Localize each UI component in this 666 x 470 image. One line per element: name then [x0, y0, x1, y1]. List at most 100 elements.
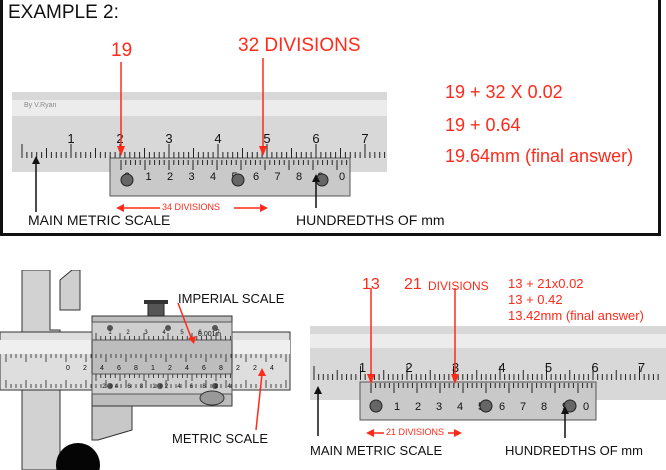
vernier-scale-number: 4	[210, 171, 216, 183]
measured-ball	[56, 443, 100, 470]
screw-icon	[107, 325, 113, 331]
arrowhead-icon	[451, 374, 459, 384]
calc2-note: (final answer)	[565, 308, 644, 323]
vernier-scale-number: 6	[253, 171, 259, 183]
span-label: 34 DIVISIONS	[162, 202, 221, 212]
main-scale-ticks	[21, 144, 386, 158]
vernier-number: 2	[102, 384, 106, 390]
main-scale-number: 4	[214, 131, 221, 146]
vernier-number: 6	[127, 384, 131, 390]
vernier-number: 1	[152, 384, 156, 390]
main-scale-number: 5	[263, 131, 270, 146]
vernier-scale-number: 0	[583, 401, 589, 413]
calc2-line-3: 13.42mm (final answer)	[508, 308, 644, 323]
calc2-line-2: 13 + 0.42	[508, 292, 563, 307]
arrowhead-icon	[116, 204, 124, 212]
imperial-number: 7	[216, 330, 220, 336]
vernier-scale-number: 2	[167, 171, 173, 183]
calc-line-2: 19 + 0.64	[445, 115, 521, 135]
metric-number: 4	[270, 365, 274, 372]
vernier-number: 6	[190, 384, 194, 390]
screw-icon	[107, 383, 113, 389]
thumb-screw-cap	[144, 300, 168, 304]
vernier-number: 8	[140, 384, 144, 390]
vernier-scale-number: 4	[457, 401, 463, 413]
arrowhead-icon	[454, 429, 462, 437]
main-value-label-2: 13	[362, 276, 380, 293]
arrowhead-icon	[312, 174, 320, 182]
vernier-scale-number: 8	[541, 401, 547, 413]
caliper-scale-ticks	[5, 333, 287, 388]
main-scale-highlight	[310, 334, 666, 348]
example-title: EXAMPLE 2:	[8, 2, 119, 23]
main-scale-number: 7	[361, 131, 368, 146]
span-label-bg	[160, 201, 234, 215]
metric-number: 0	[66, 365, 70, 372]
screw-icon	[369, 399, 383, 413]
arrowhead-icon	[314, 386, 322, 394]
arrowhead-icon	[260, 204, 268, 212]
span-label-bg	[384, 426, 448, 440]
watermark: By V.Ryan	[24, 102, 57, 109]
divisions-number-2: 21	[404, 276, 422, 293]
vernier-scale-number: 7	[520, 401, 526, 413]
metric-caption: METRIC SCALE	[172, 431, 269, 446]
vernier-number: 4	[227, 384, 231, 390]
main-scale-ticks	[313, 366, 659, 380]
imperial-number: 3	[144, 330, 148, 336]
arrowhead-icon	[366, 429, 374, 437]
imperial-number: 1	[108, 330, 112, 336]
main-scale-number: 7	[638, 360, 645, 375]
vernier-scale-number: 3	[188, 171, 194, 183]
calc2-line-1: 13 + 21x0.02	[508, 276, 584, 291]
arrowhead-icon	[188, 336, 196, 344]
arrowhead-icon	[367, 374, 375, 384]
main-scale-number: 1	[359, 360, 366, 375]
vernier-number: 4	[115, 384, 119, 390]
metric-number: 4	[185, 365, 189, 372]
screw-icon	[212, 383, 218, 389]
span-label-2: 21 DIVISIONS	[386, 427, 445, 437]
main-scale-number: 2	[405, 360, 412, 375]
imperial-number: 2	[126, 330, 130, 336]
vernier-number: 8	[202, 384, 206, 390]
vernier-scale-number: 6	[499, 401, 505, 413]
vernier-caption: HUNDREDTHS OF mm	[296, 212, 445, 228]
divisions-word-2: DIVISIONS	[428, 279, 489, 293]
metric-number: 4	[100, 365, 104, 372]
imperial-caption: IMPERIAL SCALE	[178, 291, 285, 306]
vernier-number: 2	[215, 384, 219, 390]
main-scale-caption-2: MAIN METRIC SCALE	[310, 443, 443, 458]
vernier-scale-bar	[109, 157, 351, 197]
screw-icon	[231, 173, 245, 187]
screw-icon	[563, 399, 577, 413]
metric-number: 2	[83, 365, 87, 372]
moving-jaw	[91, 405, 133, 441]
main-scale-number: 2	[116, 131, 123, 146]
example-panel-top	[0, 0, 661, 236]
metric-number: 8	[219, 365, 223, 372]
main-scale-highlight	[12, 100, 387, 116]
vernier-scale-number: 2	[415, 401, 421, 413]
vernier-scale-number: 3	[436, 401, 442, 413]
vernier-scale-ticks	[370, 383, 593, 393]
metric-number: 2	[253, 365, 257, 372]
arrowhead-icon	[117, 146, 125, 156]
screw-icon	[157, 383, 163, 389]
main-value-label: 19	[111, 40, 133, 61]
main-scale-number: 5	[545, 360, 552, 375]
vernier-number: 4	[177, 384, 181, 390]
imperial-vernier	[91, 321, 233, 341]
imperial-number: 5	[180, 330, 184, 336]
arrowhead-icon	[561, 406, 569, 414]
vernier-scale-number: 7	[274, 171, 280, 183]
metric-number: 2	[168, 365, 172, 372]
metric-number: 8	[134, 365, 138, 372]
main-scale-caption: MAIN METRIC SCALE	[28, 212, 171, 228]
calc-line-3: 19.64mm (final answer)	[445, 146, 634, 166]
vernier-caption-2: HUNDREDTHS OF mm	[505, 443, 643, 458]
